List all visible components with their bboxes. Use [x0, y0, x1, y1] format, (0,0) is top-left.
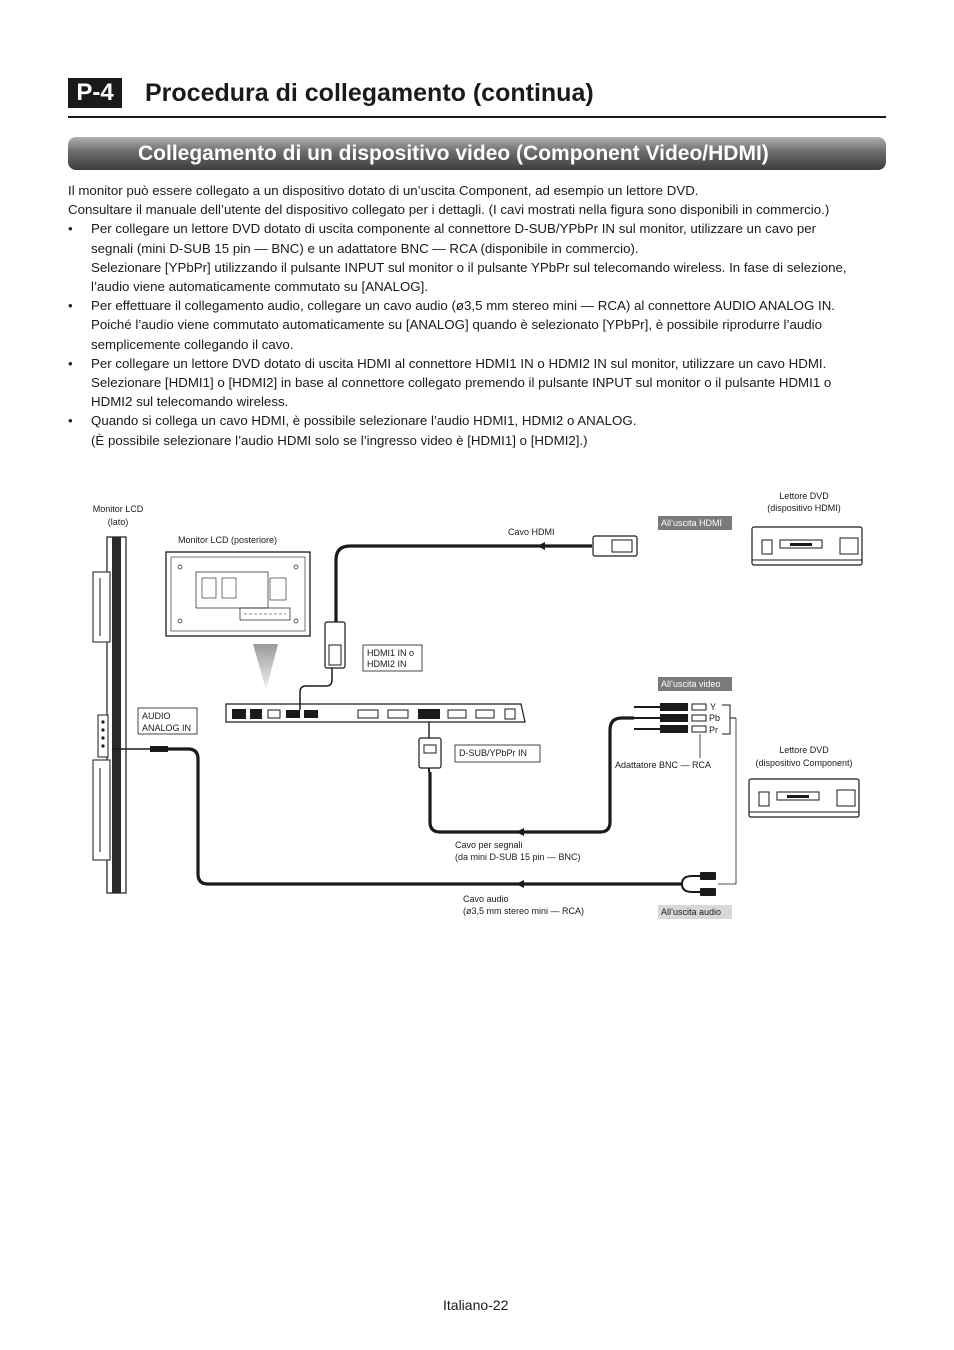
intro-line: Consultare il manuale dell’utente del di…	[68, 202, 830, 218]
section-title-bar: Collegamento di un dispositivo video (Co…	[68, 137, 886, 170]
bullet-list: • Per collegare un lettore DVD dotato di…	[68, 219, 886, 449]
bullet-line: Per collegare un lettore DVD dotato di u…	[91, 221, 817, 237]
bullet-dot: •	[68, 298, 73, 314]
bullet-item: • Per collegare un lettore DVD dotato di…	[68, 354, 886, 412]
bullet-line: (È possibile selezionare l’audio HDMI so…	[91, 432, 588, 448]
bullet-dot: •	[68, 221, 73, 237]
page-number: Italiano-22	[443, 1297, 509, 1313]
intro-line: Il monitor può essere collegato a un dis…	[68, 183, 699, 198]
monitor-rear-view	[165, 551, 311, 637]
monitor-rear-label: Monitor LCD (posteriore)	[178, 535, 277, 545]
bullet-item: • Quando si collega un cavo HDMI, è poss…	[68, 411, 886, 449]
hdmi-cable	[299, 535, 638, 710]
bullet-item: • Per collegare un lettore DVD dotato di…	[68, 219, 886, 296]
dvd-player-hdmi	[751, 526, 863, 566]
bullet-dot: •	[68, 413, 73, 429]
terminal-panel	[225, 703, 526, 723]
bullet-line: Selezionare [YPbPr] utilizzando il pulsa…	[91, 259, 847, 275]
signal-cable	[428, 706, 660, 836]
section-title: Collegamento di un dispositivo video (Co…	[138, 142, 769, 165]
audio-out-tag-bg	[658, 905, 732, 919]
hdmi-cable-label: Cavo HDMI	[508, 527, 555, 537]
audio-out-tag: All’uscita audio	[661, 907, 721, 917]
adapter-label: Adattatore BNC — RCA	[615, 760, 711, 770]
bullet-line: Poiché l’audio viene commutato automatic…	[91, 317, 822, 333]
hdmi-in-label: HDMI2 IN	[367, 659, 407, 669]
bullet-dot: •	[68, 355, 73, 371]
dsub-label: D-SUB/YPbPr IN	[459, 748, 527, 758]
dvd-component-label: Lettore DVD	[779, 745, 829, 755]
page-header: P-4 Procedura di collegamento (continua)	[68, 74, 886, 118]
component-pb-label: Pb	[709, 713, 720, 723]
bullet-line: Per collegare un lettore DVD dotato di u…	[91, 355, 827, 371]
dvd-hdmi-label: Lettore DVD	[779, 491, 829, 501]
hdmi-out-tag-bg	[658, 516, 732, 530]
bullet-line: segnali (mini D-SUB 15 pin — BNC) e un a…	[91, 240, 639, 256]
video-out-tag: All’uscita video	[661, 679, 721, 689]
bullet-line: HDMI2 sul telecomando wireless.	[91, 394, 289, 410]
bullet-line: Per effettuare il collegamento audio, co…	[91, 298, 835, 314]
component-pr-label: Pr	[709, 725, 718, 735]
body-text: Il monitor può essere collegato a un dis…	[68, 181, 886, 450]
bullet-line: l’audio viene automaticamente commutato …	[91, 279, 429, 295]
audio-cable	[112, 746, 716, 896]
audio-cable-label: Cavo audio	[463, 894, 509, 904]
hdmi-out-tag: All’uscita HDMI	[661, 518, 722, 528]
bullet-line: Selezionare [HDMI1] o [HDMI2] in base al…	[91, 375, 832, 391]
bullet-line: semplicemente collegando il cavo.	[91, 336, 294, 352]
component-y-label: Y	[710, 702, 716, 712]
signal-cable-label: (da mini D-SUB 15 pin — BNC)	[455, 852, 581, 862]
monitor-side-view	[92, 536, 127, 894]
dvd-component-label: (dispositivo Component)	[755, 758, 852, 768]
monitor-side-label: Monitor LCD	[93, 504, 144, 514]
audio-cable-label: (ø3,5 mm stereo mini — RCA)	[463, 906, 584, 916]
bullet-line: Quando si collega un cavo HDMI, è possib…	[91, 413, 637, 429]
dvd-hdmi-label: (dispositivo HDMI)	[767, 503, 841, 513]
bullet-item: • Per effettuare il collegamento audio, …	[68, 296, 886, 354]
monitor-side-label: (lato)	[108, 517, 129, 527]
signal-cable-label: Cavo per segnali	[455, 840, 523, 850]
dvd-player-component	[748, 778, 860, 818]
bnc-rca-adapter	[660, 703, 737, 885]
page-title: Procedura di collegamento (continua)	[145, 79, 594, 107]
video-out-tag-bg	[658, 677, 732, 691]
audio-in-label: ANALOG IN	[142, 723, 191, 733]
hdmi-in-label: HDMI1 IN o	[367, 648, 414, 658]
audio-in-label: AUDIO	[142, 711, 171, 721]
zoom-arrow-icon	[253, 644, 278, 690]
section-badge: P-4	[68, 78, 122, 108]
dsub-connector	[418, 722, 442, 772]
